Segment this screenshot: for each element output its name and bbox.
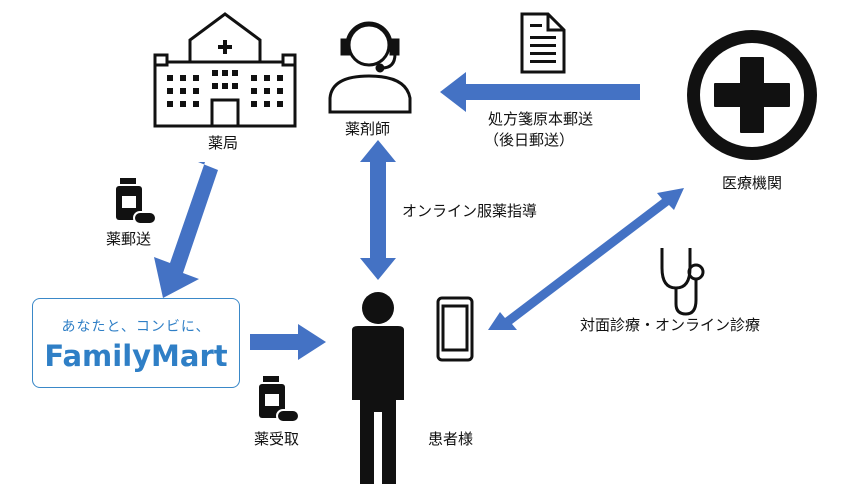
familymart-logo-text: FamilyMart bbox=[44, 339, 228, 373]
pharmacy-building-icon bbox=[153, 12, 297, 128]
smartphone-icon bbox=[436, 296, 474, 362]
familymart-tagline: あなたと、コンビに、 bbox=[61, 319, 211, 335]
label-medicine-pickup: 薬受取 bbox=[254, 430, 300, 448]
patient-person-icon bbox=[352, 292, 404, 484]
label-consultation: 対面診療・オンライン診療 bbox=[580, 316, 761, 334]
medicine-bottle-icon bbox=[116, 178, 157, 225]
arrow-prescription-mail bbox=[440, 72, 640, 112]
label-pharmacist: 薬剤師 bbox=[345, 120, 391, 138]
label-prescription-mail-later: （後日郵送） bbox=[484, 131, 575, 149]
label-online-guidance: オンライン服薬指導 bbox=[402, 202, 538, 220]
arrow-online-guidance bbox=[360, 140, 396, 280]
medicine-pickup-icon bbox=[259, 376, 300, 423]
label-medicine-mail: 薬郵送 bbox=[106, 230, 152, 248]
stethoscope-icon bbox=[660, 248, 705, 316]
label-pharmacy: 薬局 bbox=[208, 134, 239, 152]
arrow-pharmacy-to-familymart bbox=[154, 162, 218, 298]
label-medical-institution: 医療機関 bbox=[722, 174, 783, 192]
label-prescription-mail: 処方箋原本郵送 bbox=[488, 110, 594, 128]
medical-cross-icon bbox=[687, 30, 817, 160]
arrow-familymart-to-patient bbox=[250, 324, 326, 360]
arrow-consultation bbox=[488, 188, 684, 330]
familymart-logo-box: あなたと、コンビに、 FamilyMart bbox=[32, 298, 240, 388]
label-patient: 患者様 bbox=[428, 430, 474, 448]
pharmacist-headset-icon bbox=[328, 21, 412, 114]
prescription-document-icon bbox=[520, 12, 566, 74]
